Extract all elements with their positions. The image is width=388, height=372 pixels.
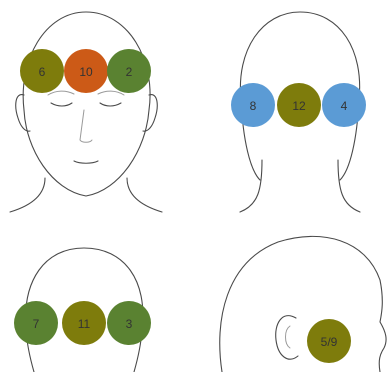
marker-layer: 6 10 2 8 12 4 7 11 3 5/9 (14, 49, 366, 363)
marker-2: 2 (107, 49, 151, 93)
marker-6: 6 (20, 49, 64, 93)
marker-label: 10 (79, 65, 93, 79)
marker-5-9: 5/9 (307, 319, 351, 363)
marker-3: 3 (107, 301, 151, 345)
side-profile-panel (220, 236, 386, 372)
marker-label: 8 (250, 99, 257, 113)
marker-12: 12 (277, 83, 321, 127)
marker-10: 10 (64, 49, 108, 93)
marker-label: 6 (39, 65, 46, 79)
marker-4: 4 (322, 83, 366, 127)
marker-label: 12 (292, 99, 306, 113)
marker-7: 7 (14, 301, 58, 345)
marker-label: 5/9 (321, 335, 338, 349)
marker-label: 11 (78, 317, 91, 331)
marker-label: 4 (341, 99, 348, 113)
marker-label: 3 (126, 317, 133, 331)
marker-8: 8 (231, 83, 275, 127)
side-profile-outline (220, 236, 386, 372)
marker-11: 11 (62, 301, 106, 345)
front-face-panel (10, 12, 162, 212)
marker-label: 7 (33, 317, 40, 331)
front-face-outline (10, 12, 162, 212)
marker-label: 2 (126, 65, 133, 79)
